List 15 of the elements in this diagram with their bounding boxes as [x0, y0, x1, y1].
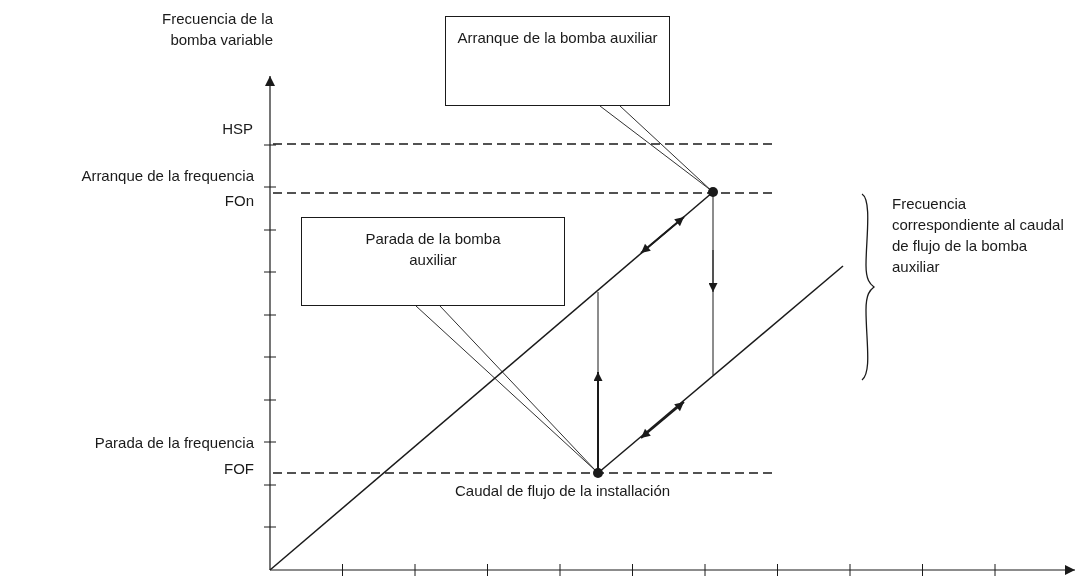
callout-box	[301, 217, 565, 306]
level-label: FOF	[223, 459, 254, 479]
leader-line	[599, 105, 712, 192]
axis-title: Frecuencia de la bomba variable	[161, 9, 273, 50]
callout-text: Parada de la bomba auxiliar	[364, 229, 502, 270]
point-marker	[593, 468, 603, 478]
callout-box	[445, 16, 670, 106]
level-label: Parada de la frequencia	[93, 433, 254, 453]
level-label: FOn	[223, 191, 254, 211]
level-label: HSP	[221, 119, 253, 139]
callout-text: Arranque de la bomba auxiliar	[456, 28, 659, 48]
level-label: Arranque de la frequencia	[80, 166, 254, 186]
point-marker	[708, 187, 718, 197]
brace-annotation: Frecuencia correspondiente al caudal de flujo de la bomba auxiliar	[892, 194, 1065, 277]
axis-title: Caudal de flujo de la installación	[455, 481, 672, 501]
